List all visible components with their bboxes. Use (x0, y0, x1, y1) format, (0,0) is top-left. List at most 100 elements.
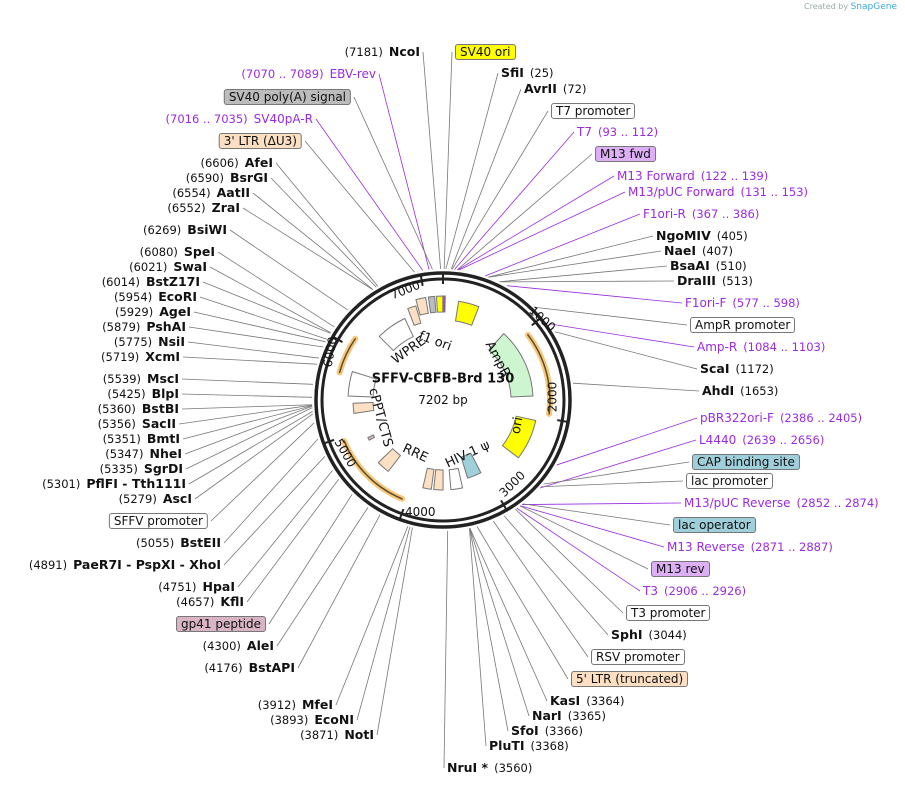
enzyme-site-kasi[interactable]: KasI(3364) (550, 694, 630, 709)
enzyme-site-ngomiv[interactable]: NgoMIV(405) (656, 229, 754, 244)
enzyme-site-asci[interactable]: (5279)AscI (113, 492, 192, 507)
enzyme-site-msci[interactable]: (5539)MscI (97, 372, 179, 387)
feature-3-ltr-u3[interactable]: 3' LTR (ΔU3) (218, 133, 302, 149)
f1-ori-arrow[interactable] (454, 300, 480, 326)
label-connector-line (242, 207, 373, 290)
label-connector-line (519, 505, 649, 570)
enzyme-site-mfei[interactable]: (3912)MfeI (252, 698, 333, 713)
enzyme-site-ecori[interactable]: (5954)EcoRI (108, 290, 197, 305)
label-connector-line (223, 456, 326, 566)
enzyme-position: (3364) (586, 694, 625, 708)
feature-lac-operator[interactable]: lac operator (673, 517, 756, 533)
enzyme-site-blpi[interactable]: (5425)BlpI (101, 387, 179, 402)
primer-amp-r[interactable]: Amp-R(1084 .. 1103) (697, 340, 831, 354)
enzyme-site-avrii[interactable]: AvrII(72) (524, 82, 592, 97)
sv40-ori-feature[interactable] (435, 295, 444, 313)
feature-sffv-promoter[interactable]: SFFV promoter (108, 513, 208, 529)
feature-lac-promoter[interactable]: lac promoter (686, 473, 773, 489)
enzyme-site-sfii[interactable]: SfiI(25) (501, 66, 560, 81)
enzyme-site-bmti[interactable]: (5351)BmtI (97, 432, 180, 447)
enzyme-site-afei[interactable]: (6606)AfeI (195, 156, 274, 171)
wpre-box[interactable] (378, 317, 414, 352)
enzyme-position: (4891) (28, 558, 68, 572)
feature-ampr-promoter[interactable]: AmpR promoter (690, 317, 796, 333)
enzyme-position: (6606) (200, 156, 239, 170)
primer-mark[interactable] (442, 295, 446, 313)
hiv-box[interactable] (422, 467, 435, 490)
primer-ebv-rev[interactable]: (7070 .. 7089)EBV-rev (235, 67, 376, 81)
enzyme-site-bsaai[interactable]: BsaAI(510) (670, 259, 753, 274)
primer-m13-puc-forward[interactable]: M13/pUC Forward(131 .. 153) (628, 185, 814, 199)
enzyme-site-xcmi[interactable]: (5719)XcmI (95, 349, 180, 365)
feature-label-ori[interactable]: ori (508, 415, 527, 436)
enzyme-site-bsrgi[interactable]: (6590)BsrGI (180, 171, 268, 186)
enzyme-site-nari[interactable]: NarI(3365) (532, 709, 612, 724)
feature-sv40-ori[interactable]: SV40 ori (455, 44, 516, 60)
wpre-peach-box[interactable] (407, 305, 422, 327)
enzyme-site-bstapi[interactable]: (4176)BstAPI (198, 661, 295, 676)
enzyme-site-kfli[interactable]: (4657)KflI (170, 595, 244, 610)
enzyme-site-sfoi[interactable]: SfoI(3366) (511, 724, 589, 739)
enzyme-site-ahdi[interactable]: AhdI(1653) (702, 384, 784, 399)
lac-cluster[interactable] (460, 452, 482, 479)
cppt-cts-arrow[interactable] (347, 370, 377, 398)
enzyme-site-noti[interactable]: (3871)NotI (294, 728, 374, 743)
enzyme-site-spei[interactable]: (6080)SpeI (134, 245, 215, 260)
enzyme-site-sgrdi[interactable]: (5335)SgrDI (94, 462, 183, 477)
enzyme-site-paer7i-pspxi-xhoi[interactable]: (4891)PaeR7I - PspXI - XhoI (23, 558, 221, 573)
enzyme-site-pshai[interactable]: (5879)PshAI (96, 320, 186, 335)
enzyme-site-zrai[interactable]: (6552)ZraI (161, 201, 240, 216)
enzyme-site-bstbi[interactable]: (5360)BstBI (92, 402, 179, 417)
enzyme-site-draiii[interactable]: DraIII(513) (677, 274, 759, 289)
sv40-polya-feature[interactable] (427, 295, 437, 314)
hiv-element[interactable] (448, 467, 464, 491)
primer-name: M13/pUC Reverse (684, 496, 791, 510)
feature-t7-promoter[interactable]: T7 promoter (551, 103, 636, 119)
primer-f1ori-r[interactable]: F1ori-R(367 .. 386) (643, 207, 765, 221)
cppt-box[interactable] (352, 402, 375, 414)
enzyme-site-hpai[interactable]: (4751)HpaI (152, 580, 235, 595)
enzyme-site-aatii[interactable]: (6554)AatII (166, 186, 250, 201)
enzyme-name: XcmI (145, 349, 180, 364)
enzyme-site-scai[interactable]: ScaI(1172) (700, 362, 780, 377)
enzyme-site-sphi[interactable]: SphI(3044) (611, 628, 693, 643)
ori-arrow[interactable] (501, 415, 537, 459)
enzyme-site-naei[interactable]: NaeI(407) (664, 244, 739, 259)
enzyme-site-pflfi-tth111i[interactable]: (5301)PflFI - Tth111I (36, 477, 186, 492)
enzyme-site-alei[interactable]: (4300)AleI (197, 639, 274, 654)
primer-m13-reverse[interactable]: M13 Reverse(2871 .. 2887) (667, 540, 839, 554)
enzyme-site-bsiwi[interactable]: (6269)BsiWI (137, 223, 227, 238)
enzyme-site-nhei[interactable]: (5347)NheI (99, 447, 182, 462)
feature-t3-promoter[interactable]: T3 promoter (626, 605, 711, 621)
primer-t7[interactable]: T7(93 .. 112) (577, 125, 664, 139)
primer-m13-forward[interactable]: M13 Forward(122 .. 139) (617, 169, 774, 183)
ampr-arrow[interactable] (488, 332, 534, 398)
feature-m13-rev[interactable]: M13 rev (651, 561, 710, 577)
gp41-peptide-feature[interactable] (367, 434, 376, 441)
primer-sv40pa-r[interactable]: (7016 .. 7035)SV40pA-R (160, 112, 313, 126)
enzyme-site-ncoi[interactable]: (7181)NcoI (339, 45, 420, 60)
enzyme-site-bsteii[interactable]: (5055)BstEII (130, 536, 221, 551)
feature-gp41-peptide[interactable]: gp41 peptide (176, 616, 266, 632)
ltr-feature[interactable] (415, 296, 429, 316)
hiv-psi-box[interactable] (433, 469, 444, 491)
enzyme-site-sacii[interactable]: (5356)SacII (92, 417, 176, 432)
enzyme-site-swai[interactable]: (6021)SwaI (123, 260, 207, 275)
primer-pbr322ori-f[interactable]: pBR322ori-F(2386 .. 2405) (700, 411, 868, 425)
primer-m13-puc-reverse[interactable]: M13/pUC Reverse(2852 .. 2874) (684, 496, 885, 510)
feature-m13-fwd[interactable]: M13 fwd (595, 146, 656, 162)
enzyme-site-bstz17i[interactable]: (6014)BstZ17I (96, 275, 200, 290)
feature-sv40-poly-a-signal[interactable]: SV40 poly(A) signal (223, 89, 351, 105)
rre-box[interactable] (377, 447, 402, 473)
enzyme-site-nsii[interactable]: (5775)NsiI (108, 335, 185, 350)
enzyme-site-econi[interactable]: (3893)EcoNI (264, 713, 354, 728)
enzyme-site-agei[interactable]: (5929)AgeI (109, 305, 191, 320)
enzyme-site-pluti[interactable]: PluTI(3368) (489, 739, 575, 754)
feature-rsv-promoter[interactable]: RSV promoter (591, 649, 685, 665)
primer-t3[interactable]: T3(2906 .. 2926) (643, 584, 752, 598)
primer-f1ori-f[interactable]: F1ori-F(577 .. 598) (685, 296, 806, 310)
feature-cap-binding-site[interactable]: CAP binding site (692, 454, 800, 470)
primer-l4440[interactable]: L4440(2639 .. 2656) (699, 433, 830, 447)
feature-5-ltr-truncated[interactable]: 5' LTR (truncated) (571, 671, 689, 687)
enzyme-site-nrui[interactable]: NruI *(3560) (447, 761, 538, 776)
